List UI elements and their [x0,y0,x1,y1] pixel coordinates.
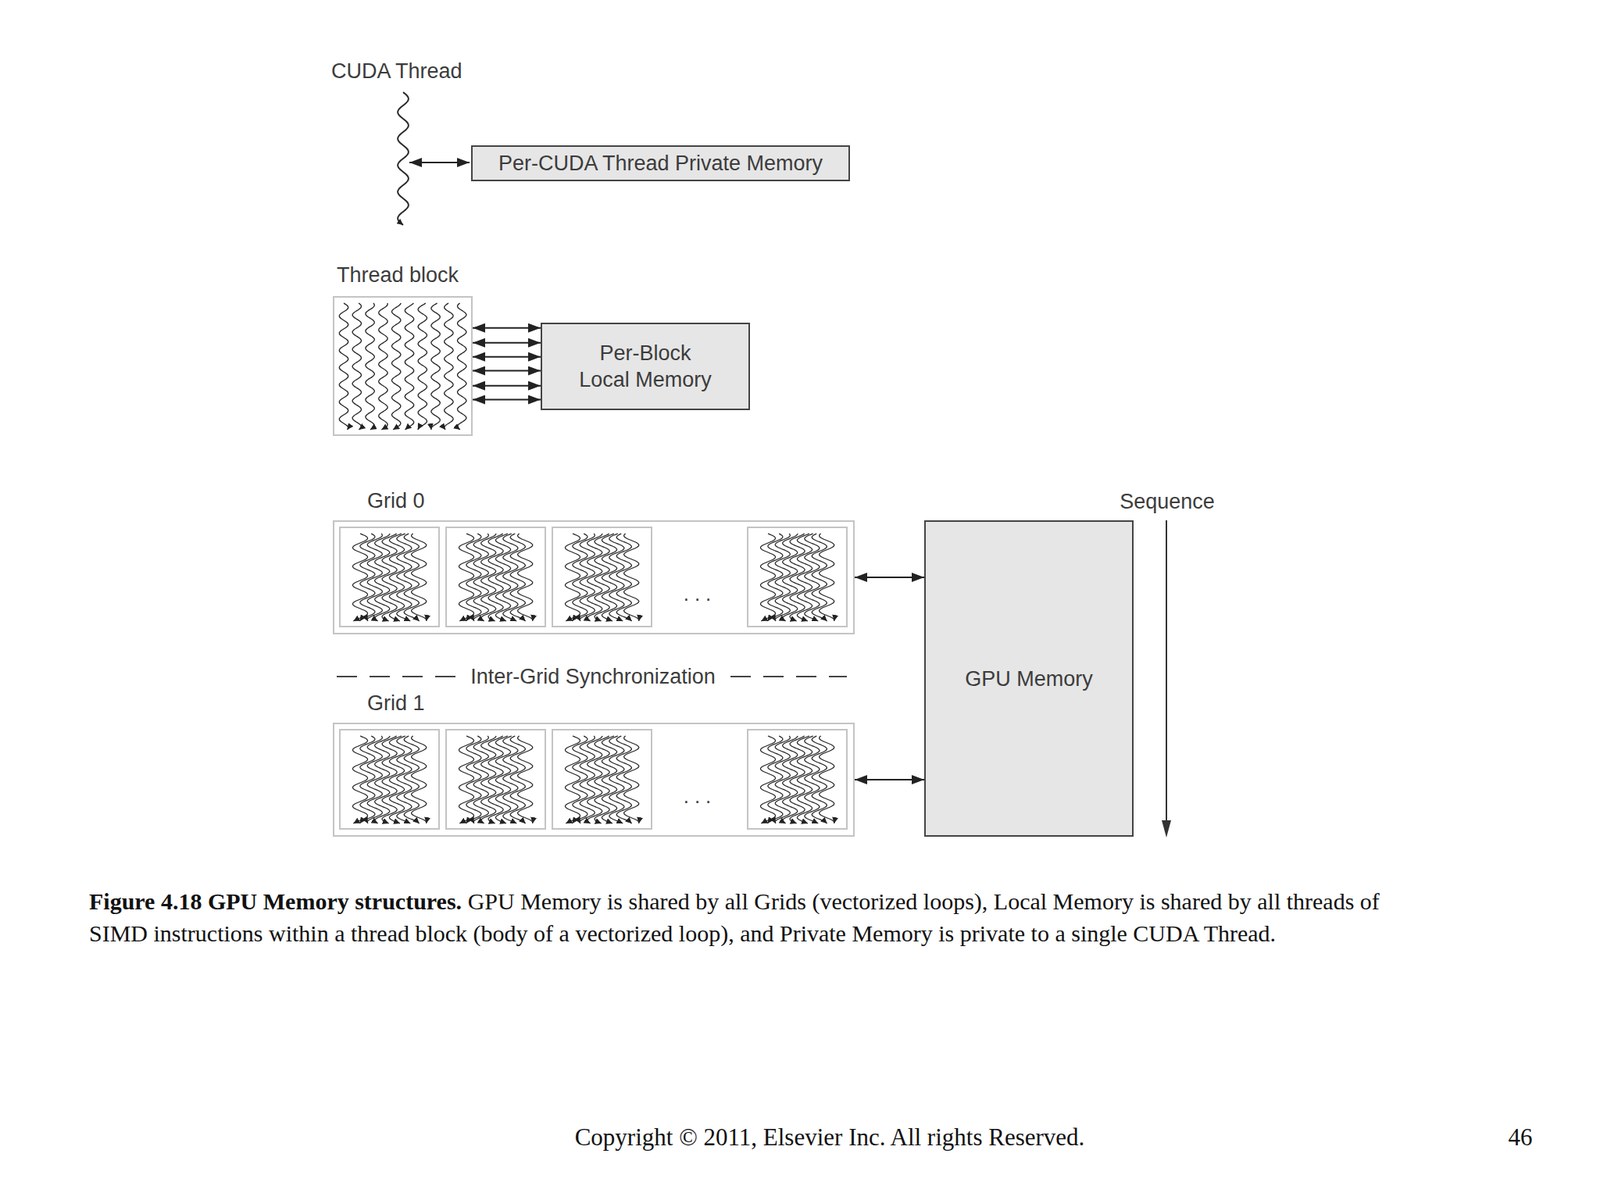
thread-squiggle [782,533,799,622]
sequence-arrowhead [1161,820,1172,838]
memory-box: GPU Memory [924,520,1134,837]
thread-squiggle [571,533,588,622]
thread-squiggle [517,735,533,824]
thread-squiggle [411,533,427,622]
thread-squiggle [481,735,497,824]
ellipsis: ... [683,784,718,809]
box-label: Per-Block Local Memory [573,339,718,393]
thread-squiggle [404,303,414,430]
thread-squiggle [339,303,348,430]
block-frame [747,729,847,829]
memory-box: Per-CUDA Thread Private Memory [471,145,850,182]
block-frame [339,729,440,829]
figure-title: Figure 4.18 GPU Memory structures. [89,888,462,915]
thread-squiggle [624,533,640,622]
thread-squiggle [624,735,640,824]
page-number: 46 [1508,1123,1533,1152]
grid-box: Grid 1 [332,722,855,837]
box-heading: Grid 0 [367,489,425,514]
thread-squiggle [375,533,391,622]
thread-squiggle [782,735,799,824]
access-arrow [472,399,541,401]
figure-caption-block: Figure 4.18 GPU Memory structures.GPU Me… [89,885,1427,950]
memory-box: Per-Block Local Memory [540,322,750,411]
thread-squiggle [359,533,375,622]
thread-squiggle [767,533,783,622]
thread-squiggle [587,533,604,622]
access-arrow [854,778,925,781]
thread-squiggle [359,735,375,824]
thread-squiggle [767,735,783,824]
thread-squiggle [397,92,409,225]
box-label: Per-CUDA Thread Private Memory [498,150,823,177]
access-arrow [409,161,470,164]
thread-squiggle [444,303,454,430]
sequence-label: Sequence [1119,489,1215,515]
block-frame [339,527,440,627]
thread-squiggle [571,735,588,824]
thread-squiggle [378,303,388,430]
thread-squiggle [365,303,375,430]
grid-box: Grid 0 [332,520,855,635]
thread-squiggle [587,735,604,824]
sequence-arrow [1165,520,1168,825]
thread-area [397,92,409,225]
access-arrow [854,576,925,579]
thread-squiggle [392,303,402,430]
access-arrow [472,356,541,358]
thread-block-area [332,296,473,436]
block-frame [552,527,652,627]
access-arrow [472,385,541,387]
ellipsis: ... [683,582,718,607]
thread-squiggle [411,735,427,824]
block-frame [446,527,546,627]
thread-squiggle [517,533,533,622]
thread-squiggle [375,735,391,824]
access-arrow [472,327,541,329]
thread-squiggle [431,303,440,430]
access-arrow [472,370,541,372]
thread-squiggle [819,533,835,622]
block-frame [552,729,652,829]
thread-block-box: Thread block [332,296,473,436]
sync-label: Inter-Grid Synchronization [462,664,724,690]
thread-squiggle [352,303,361,430]
box-label: GPU Memory [964,665,1093,693]
thread-squiggle [481,533,497,622]
thread-squiggles [339,92,834,824]
thread-squiggle [457,303,467,430]
thread-squiggle [819,735,835,824]
access-arrow [472,342,541,344]
thread-squiggle [417,303,428,430]
box-heading: Thread block [336,263,459,288]
block-frame [446,729,546,829]
block-frame [747,527,847,627]
thread-squiggle [465,735,482,824]
box-heading: Grid 1 [367,691,425,716]
thread-squiggle [465,533,482,622]
thread-label: CUDA Thread [331,59,463,84]
copyright-notice: Copyright © 2011, Elsevier Inc. All righ… [575,1123,1086,1152]
